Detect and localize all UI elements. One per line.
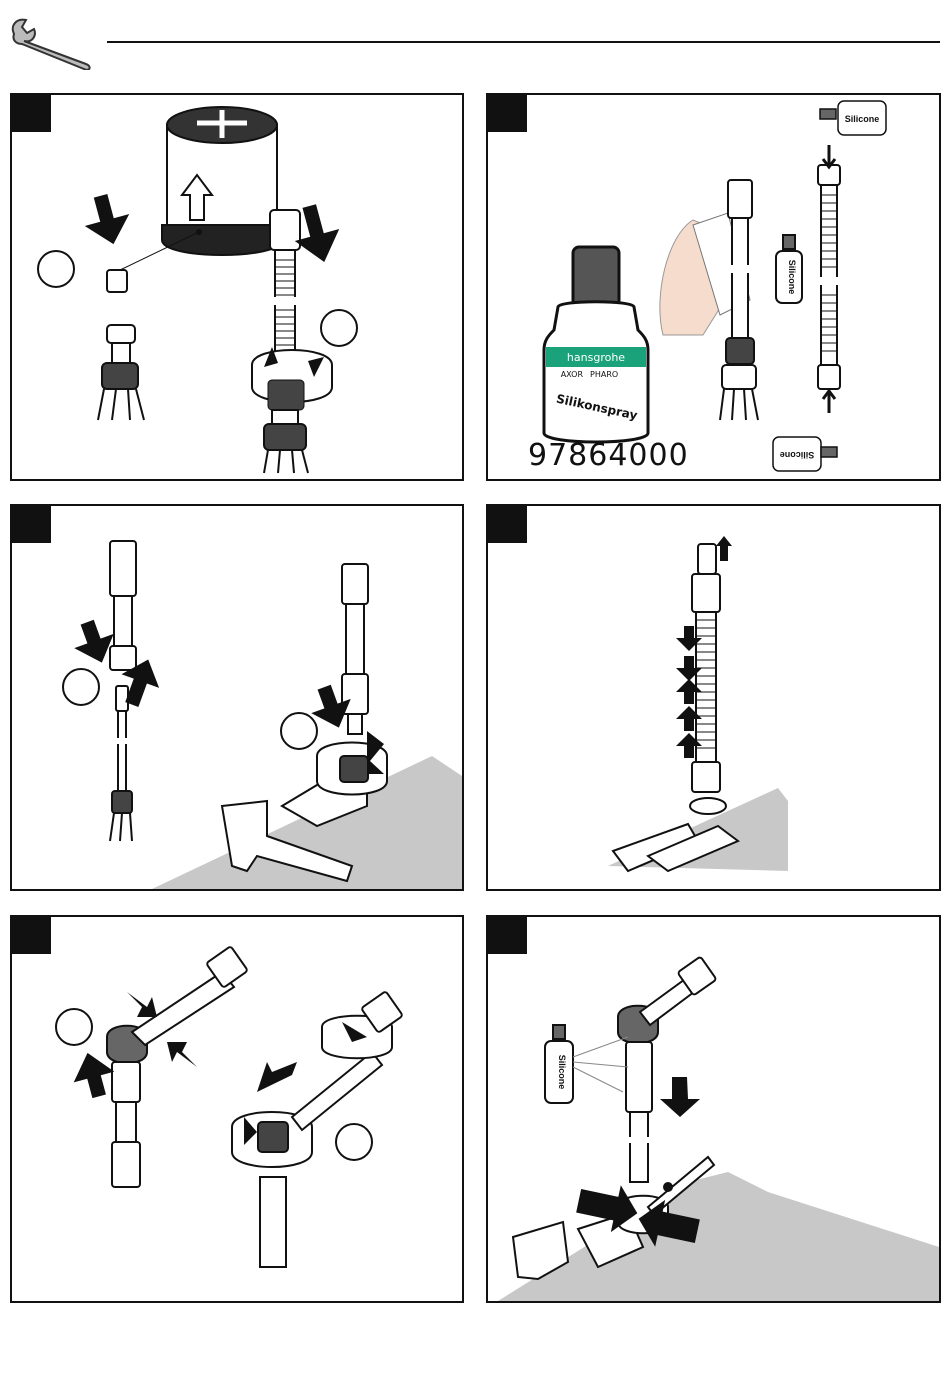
callout-circle-a: [37, 250, 75, 288]
wrench-icon: [8, 14, 96, 70]
spray-label: Silicone: [557, 1055, 567, 1090]
part-number: 97864000: [528, 438, 689, 473]
callout-circle-b: [280, 712, 318, 750]
step-5-illustration: [12, 917, 462, 1301]
header-rule: [107, 41, 940, 43]
step-4-illustration: [488, 506, 939, 889]
spray-label-top: Silicone: [845, 114, 880, 124]
callout-circle-a: [62, 668, 100, 706]
step-panel-5: [10, 915, 464, 1303]
bottle-brand-text: hansgrohe: [567, 351, 625, 364]
step-6-illustration: Silicone: [488, 917, 939, 1301]
spray-label-bottom: Silicone: [780, 450, 815, 460]
bottle-subbrand-left: AXOR: [561, 370, 584, 379]
step-panel-1: [10, 93, 464, 481]
step-panel-6: Silicone: [486, 915, 941, 1303]
bottle-subbrand-right: PHARO: [590, 370, 618, 379]
step-2-illustration: hansgrohe AXOR PHARO Silikonspray Silico…: [488, 95, 939, 479]
callout-circle-a: [55, 1008, 93, 1046]
step-panel-2: hansgrohe AXOR PHARO Silikonspray Silico…: [486, 93, 941, 481]
callout-circle-b: [320, 309, 358, 347]
step-panel-3: [10, 504, 464, 891]
step-panel-4: [486, 504, 941, 891]
spray-label-side: Silicone: [787, 260, 797, 295]
callout-circle-b: [335, 1123, 373, 1161]
step-1-illustration: [12, 95, 462, 479]
